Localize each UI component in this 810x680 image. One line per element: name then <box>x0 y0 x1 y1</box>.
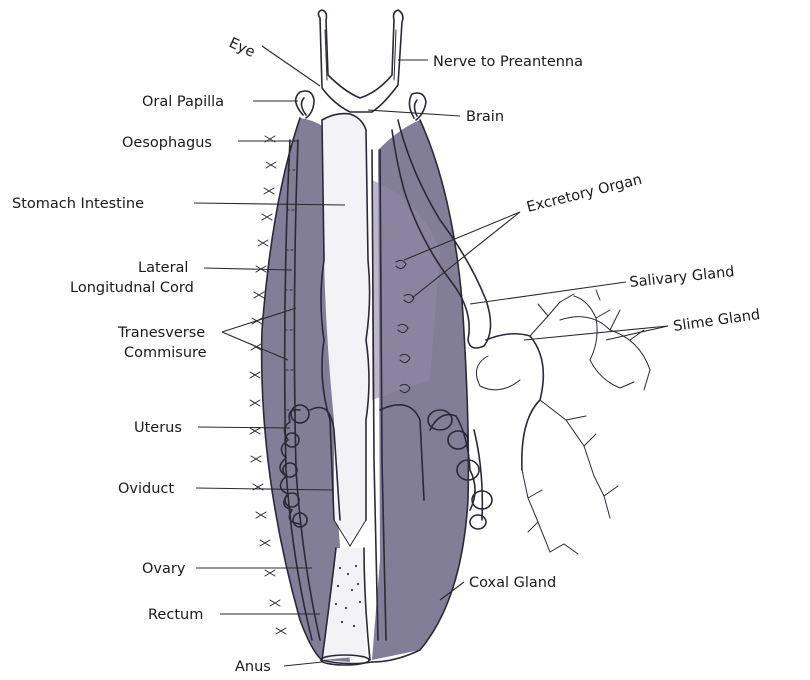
label-uterus: Uterus <box>134 420 182 436</box>
label-salivary-gland: Salivary Gland <box>629 264 735 291</box>
anatomy-drawing <box>250 10 650 665</box>
label-slime-gland: Slime Gland <box>672 307 761 335</box>
oral-papillae <box>296 91 426 120</box>
label-oviduct: Oviduct <box>118 481 174 497</box>
leader-salivary <box>470 282 626 304</box>
label-eye: Eye <box>226 35 257 61</box>
label-brain: Brain <box>466 109 504 125</box>
label-coxal-gland: Coxal Gland <box>469 575 556 591</box>
label-anus: Anus <box>235 659 271 675</box>
leader-brain <box>368 110 460 116</box>
leader-anus <box>284 662 322 666</box>
leader-slime-1 <box>524 326 668 340</box>
label-stomach-intestine: Stomach Intestine <box>12 196 144 212</box>
label-nerve-to-preantenna: Nerve to Preantenna <box>433 54 583 70</box>
leader-slime-2 <box>606 326 668 340</box>
label-tranesverse: Tranesverse <box>117 325 205 341</box>
slime-gland <box>476 290 650 554</box>
leader-eye <box>262 46 320 86</box>
label-oral-papilla: Oral Papilla <box>142 94 224 110</box>
label-commisure: Commisure <box>124 345 207 361</box>
label-longitudnal-cord: Longitudnal Cord <box>70 280 194 296</box>
label-oesophagus: Oesophagus <box>122 135 212 151</box>
label-ovary: Ovary <box>142 561 186 577</box>
label-lateral: Lateral <box>138 260 188 276</box>
label-rectum: Rectum <box>148 607 203 623</box>
label-excretory-organ: Excretory Organ <box>525 172 644 216</box>
preantenna-nerves <box>318 10 403 112</box>
